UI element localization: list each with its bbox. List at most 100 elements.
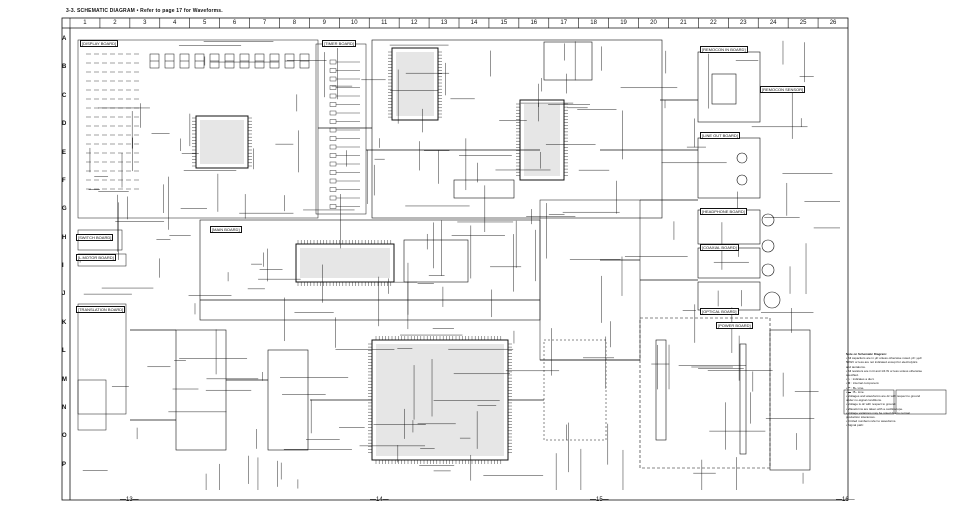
column-number: 26: [829, 20, 837, 26]
switch-board-label: [SWITCH BOARD]: [76, 234, 114, 241]
note-line: production tolerances.: [846, 415, 876, 420]
main-board-label: [MAIN BOARD]: [210, 226, 242, 233]
column-number: 4: [173, 20, 177, 26]
notes-frame: [843, 389, 947, 415]
page-number-13: —13—: [120, 497, 139, 503]
row-letter: M: [62, 376, 67, 383]
row-letter: J: [62, 291, 66, 298]
row-letter: N: [62, 404, 67, 411]
column-number: 16: [530, 20, 538, 26]
note-line: • Voltages and waveforms are dc with res…: [846, 394, 921, 399]
main-lower-region: [175, 219, 541, 461]
row-letter: H: [62, 234, 67, 241]
motor-board-label: [L.MOTOR BOARD]: [76, 254, 116, 261]
note-line: • All capacitors are in μF unless otherw…: [846, 356, 922, 361]
row-letter: D: [62, 121, 67, 128]
column-number: 24: [769, 20, 777, 26]
note-line: • Waveforms are taken with a oscilloscop…: [846, 406, 903, 411]
note-line: • ▷ : indicates a duct.: [846, 377, 875, 382]
page-number-16: —16—: [836, 497, 855, 503]
main-upper-region: [371, 39, 663, 219]
page-number-15: —15—: [590, 497, 609, 503]
wiring-traces: [79, 40, 840, 490]
column-number: 19: [620, 20, 627, 26]
headphone-board-region: [697, 209, 775, 277]
optical-board-region: [697, 281, 761, 311]
line-out-board-label: [LINE OUT BOARD]: [700, 132, 740, 139]
note-line: • All resistors are in Ω and 1/4 W or le…: [846, 368, 922, 373]
column-number: 15: [500, 20, 508, 26]
row-letter: B: [62, 64, 67, 71]
remocon-in-board-label: [REMOCON IN BOARD]: [700, 46, 748, 53]
row-letter: O: [62, 433, 67, 440]
remocon-in-board-region: [697, 51, 761, 123]
note-line: • ⊢ : B+ Line.: [846, 385, 865, 390]
remocon-sensor-label: [REMOCON SENSOR]: [760, 86, 806, 93]
column-number: 8: [292, 20, 297, 26]
row-letter: I: [62, 263, 64, 269]
analog-audio-region: [539, 199, 641, 441]
column-number: 5: [202, 20, 207, 26]
note-line: specified.: [846, 373, 859, 378]
display-led-matrix: [86, 53, 139, 190]
column-number: 22: [710, 20, 717, 26]
headphone-board-label: [HEADPHONE BOARD]: [700, 208, 747, 215]
column-number: 13: [440, 20, 448, 26]
column-ticks: [69, 18, 819, 28]
row-letter: C: [62, 92, 67, 99]
column-number: 11: [381, 20, 388, 26]
notes-heading: Note on Schematic Diagram:: [846, 352, 887, 356]
column-number: 20: [650, 20, 657, 26]
notes-list: • All capacitors are in μF unless otherw…: [846, 356, 942, 427]
column-number: 25: [799, 20, 807, 26]
column-number: 9: [322, 20, 327, 26]
column-number: 21: [680, 20, 687, 26]
timer-switch-array: [329, 59, 360, 209]
column-number: 17: [560, 20, 568, 26]
fluorescent-display-segments: [149, 53, 310, 69]
column-number: 1: [83, 20, 87, 26]
grid-frame: [61, 17, 849, 501]
page-number-14: —14—: [370, 497, 389, 503]
note-line: and tantalums.: [846, 364, 866, 369]
note-line: • Voltage is dc with respect to ground.: [846, 402, 897, 407]
column-number: 18: [590, 20, 597, 26]
column-number: 14: [470, 20, 478, 26]
note-line: under no-signal conditions.: [846, 398, 882, 403]
schematic-notes: Note on Schematic Diagram: • All capacit…: [846, 352, 942, 428]
note-line: • Signal path:: [846, 423, 864, 428]
timer-board-label: [TIMER BOARD]: [322, 40, 357, 47]
timer-board-region: [315, 43, 367, 215]
column-number: 6: [232, 20, 237, 26]
row-letter: K: [62, 319, 67, 326]
ic-pin-rows: [192, 51, 568, 464]
row-letter: A: [62, 36, 67, 42]
row-letter: P: [62, 461, 67, 468]
optical-board-label: [OPTICAL BOARD]: [700, 308, 739, 315]
note-line: • Voltage variations may be noted due to…: [846, 410, 910, 415]
coaxial-board-label: [COAXIAL BOARD]: [700, 244, 739, 251]
column-number: 7: [262, 20, 267, 26]
note-line: • ⊏ : internal component.: [846, 381, 880, 386]
note-line: 50WV or less are not indicated except fo…: [846, 360, 918, 365]
column-number: 10: [350, 20, 358, 26]
row-letter: G: [62, 206, 67, 213]
translation-board-label: [TRANSLATION BOARD]: [76, 306, 126, 313]
column-number: 12: [410, 20, 418, 26]
row-letter: L: [62, 348, 66, 355]
row-letter: E: [62, 149, 67, 156]
note-line: • Circled numbers refer to waveforms.: [846, 419, 897, 424]
coaxial-board-region: [697, 247, 781, 309]
display-board-region: [77, 39, 319, 219]
power-board-region: [639, 317, 811, 471]
page-title: 3-3. SCHEMATIC DIAGRAM • Refer to page 1…: [66, 8, 223, 14]
display-board-label: [DISPLAY BOARD]: [80, 40, 119, 47]
row-letter: F: [62, 177, 66, 184]
column-number: 23: [739, 20, 747, 26]
power-board-label: [POWER BOARD]: [716, 322, 753, 329]
column-number: 2: [113, 20, 117, 26]
column-number: 3: [143, 20, 147, 26]
note-line: • ▬ : B– Line.: [846, 389, 865, 394]
line-out-board-region: [697, 137, 761, 199]
